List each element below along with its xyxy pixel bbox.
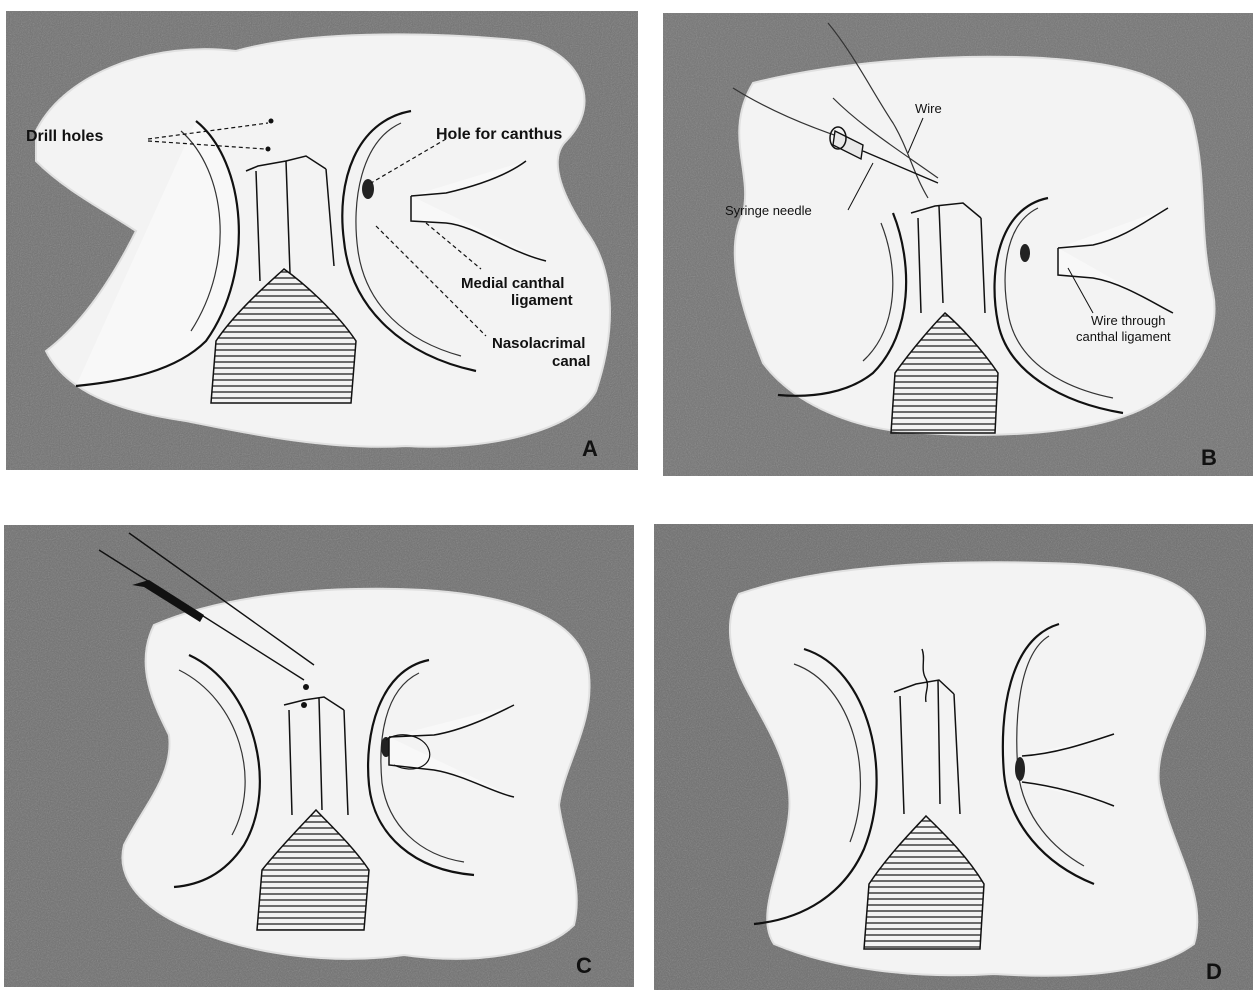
panel-a: Drill holes Hole for canthus Medial cant… [6,11,638,470]
label-syringe-needle: Syringe needle [725,203,812,218]
panel-letter-d: D [1206,959,1222,984]
panel-c: C [4,525,634,987]
label-medial-canthal-1: Medial canthal [461,275,564,292]
panel-b-illustration: Wire Syringe needle Wire through canthal… [663,13,1253,476]
panel-letter-a: A [582,436,598,461]
drill-hole-upper [303,684,309,690]
panel-letter-c: C [576,953,592,978]
panel-d-illustration: D [654,524,1253,990]
canthus-hole [1020,244,1030,262]
panel-a-illustration: Drill holes Hole for canthus Medial cant… [6,11,638,470]
drill-hole-lower [266,147,271,152]
label-medial-canthal-2: ligament [511,292,573,309]
label-drill-holes: Drill holes [26,128,103,145]
label-wire-through-1: Wire through [1091,313,1165,328]
drill-hole-lower [301,702,307,708]
ligament-attachment [1015,757,1025,781]
label-nasolacrimal-1: Nasolacrimal [492,335,585,352]
label-wire: Wire [915,101,942,116]
label-hole-for-canthus: Hole for canthus [436,126,562,143]
drill-hole-upper [269,119,274,124]
label-wire-through-2: canthal ligament [1076,329,1171,344]
panel-d: D [654,524,1253,990]
panel-letter-b: B [1201,445,1217,470]
panel-c-illustration: C [4,525,634,987]
panel-b: Wire Syringe needle Wire through canthal… [663,13,1253,476]
label-nasolacrimal-2: canal [552,353,590,370]
